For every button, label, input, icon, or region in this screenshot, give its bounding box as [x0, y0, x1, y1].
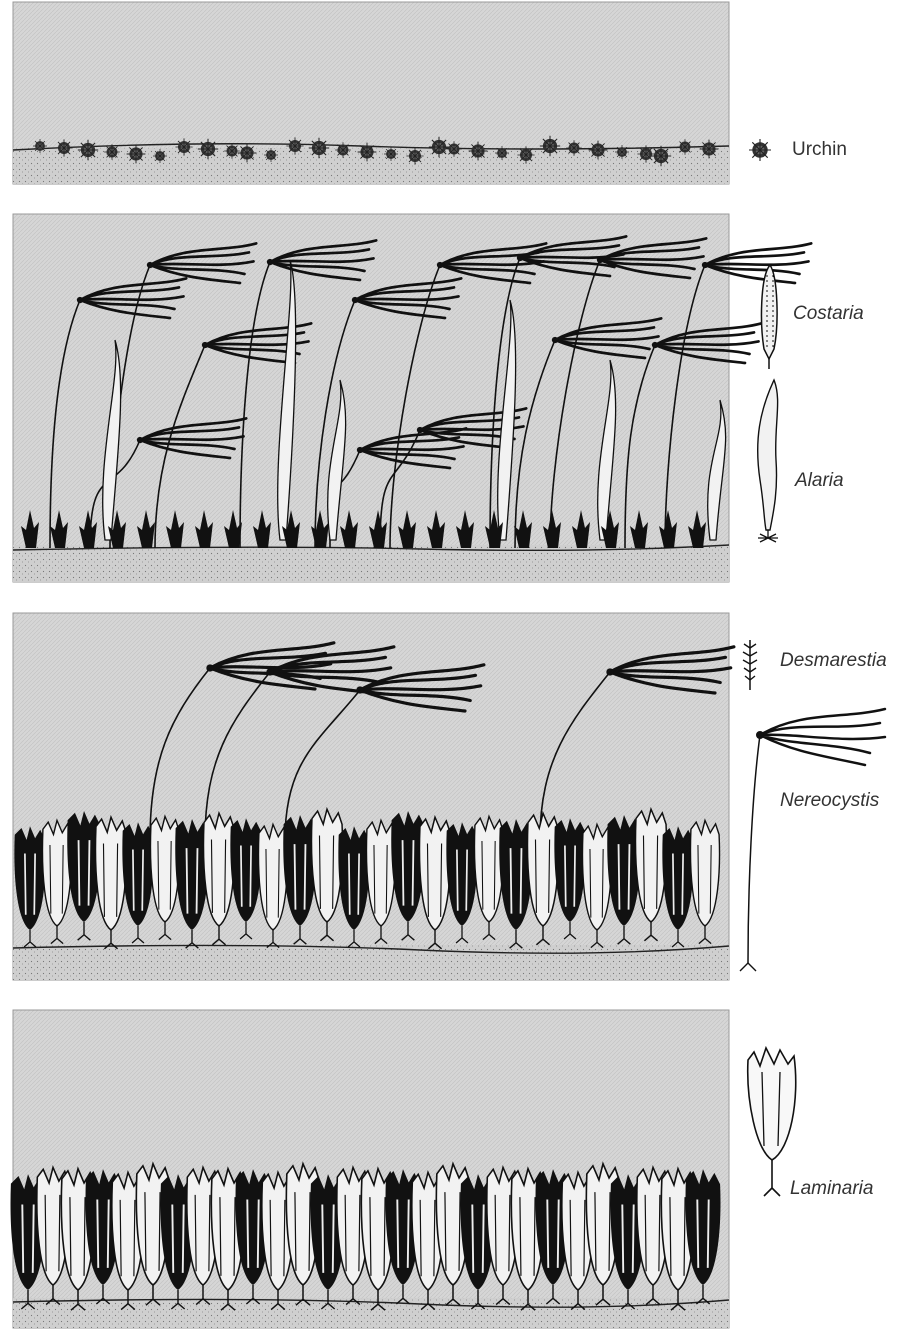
panel-laminaria-stage: [11, 1010, 729, 1328]
legend-label-laminaria: Laminaria: [790, 1178, 873, 1200]
legend-label-desmarestia: Desmarestia: [780, 650, 887, 672]
legend-label-nereocystis: Nereocystis: [780, 790, 879, 812]
urchin: [469, 142, 488, 161]
urchin: [677, 139, 693, 155]
urchin: [33, 139, 47, 153]
urchin: [153, 149, 167, 163]
urchin-icon: [749, 139, 771, 161]
urchin: [384, 147, 398, 161]
desmarestia-icon: [743, 640, 757, 690]
urchin: [335, 142, 351, 158]
urchin: [264, 148, 278, 162]
urchin: [446, 141, 462, 157]
legend-label-alaria: Alaria: [795, 470, 844, 492]
alaria-icon: [758, 380, 778, 542]
legend-label-costaria: Costaria: [793, 303, 864, 325]
urchin: [358, 143, 377, 162]
urchin: [495, 146, 509, 160]
urchin: [637, 145, 654, 162]
panel-urchin-barren: [13, 2, 729, 184]
urchin: [517, 146, 534, 163]
urchin: [198, 139, 218, 159]
urchin: [78, 140, 98, 160]
panel-nereocystis-stage: [13, 613, 734, 980]
costaria-icon: [762, 265, 778, 369]
legend-label-urchin: Urchin: [792, 139, 847, 161]
nereocystis-icon: [740, 709, 885, 971]
urchin: [566, 140, 582, 156]
panel-annual-kelp-stage: [13, 214, 811, 582]
laminaria-icon: [748, 1048, 796, 1196]
